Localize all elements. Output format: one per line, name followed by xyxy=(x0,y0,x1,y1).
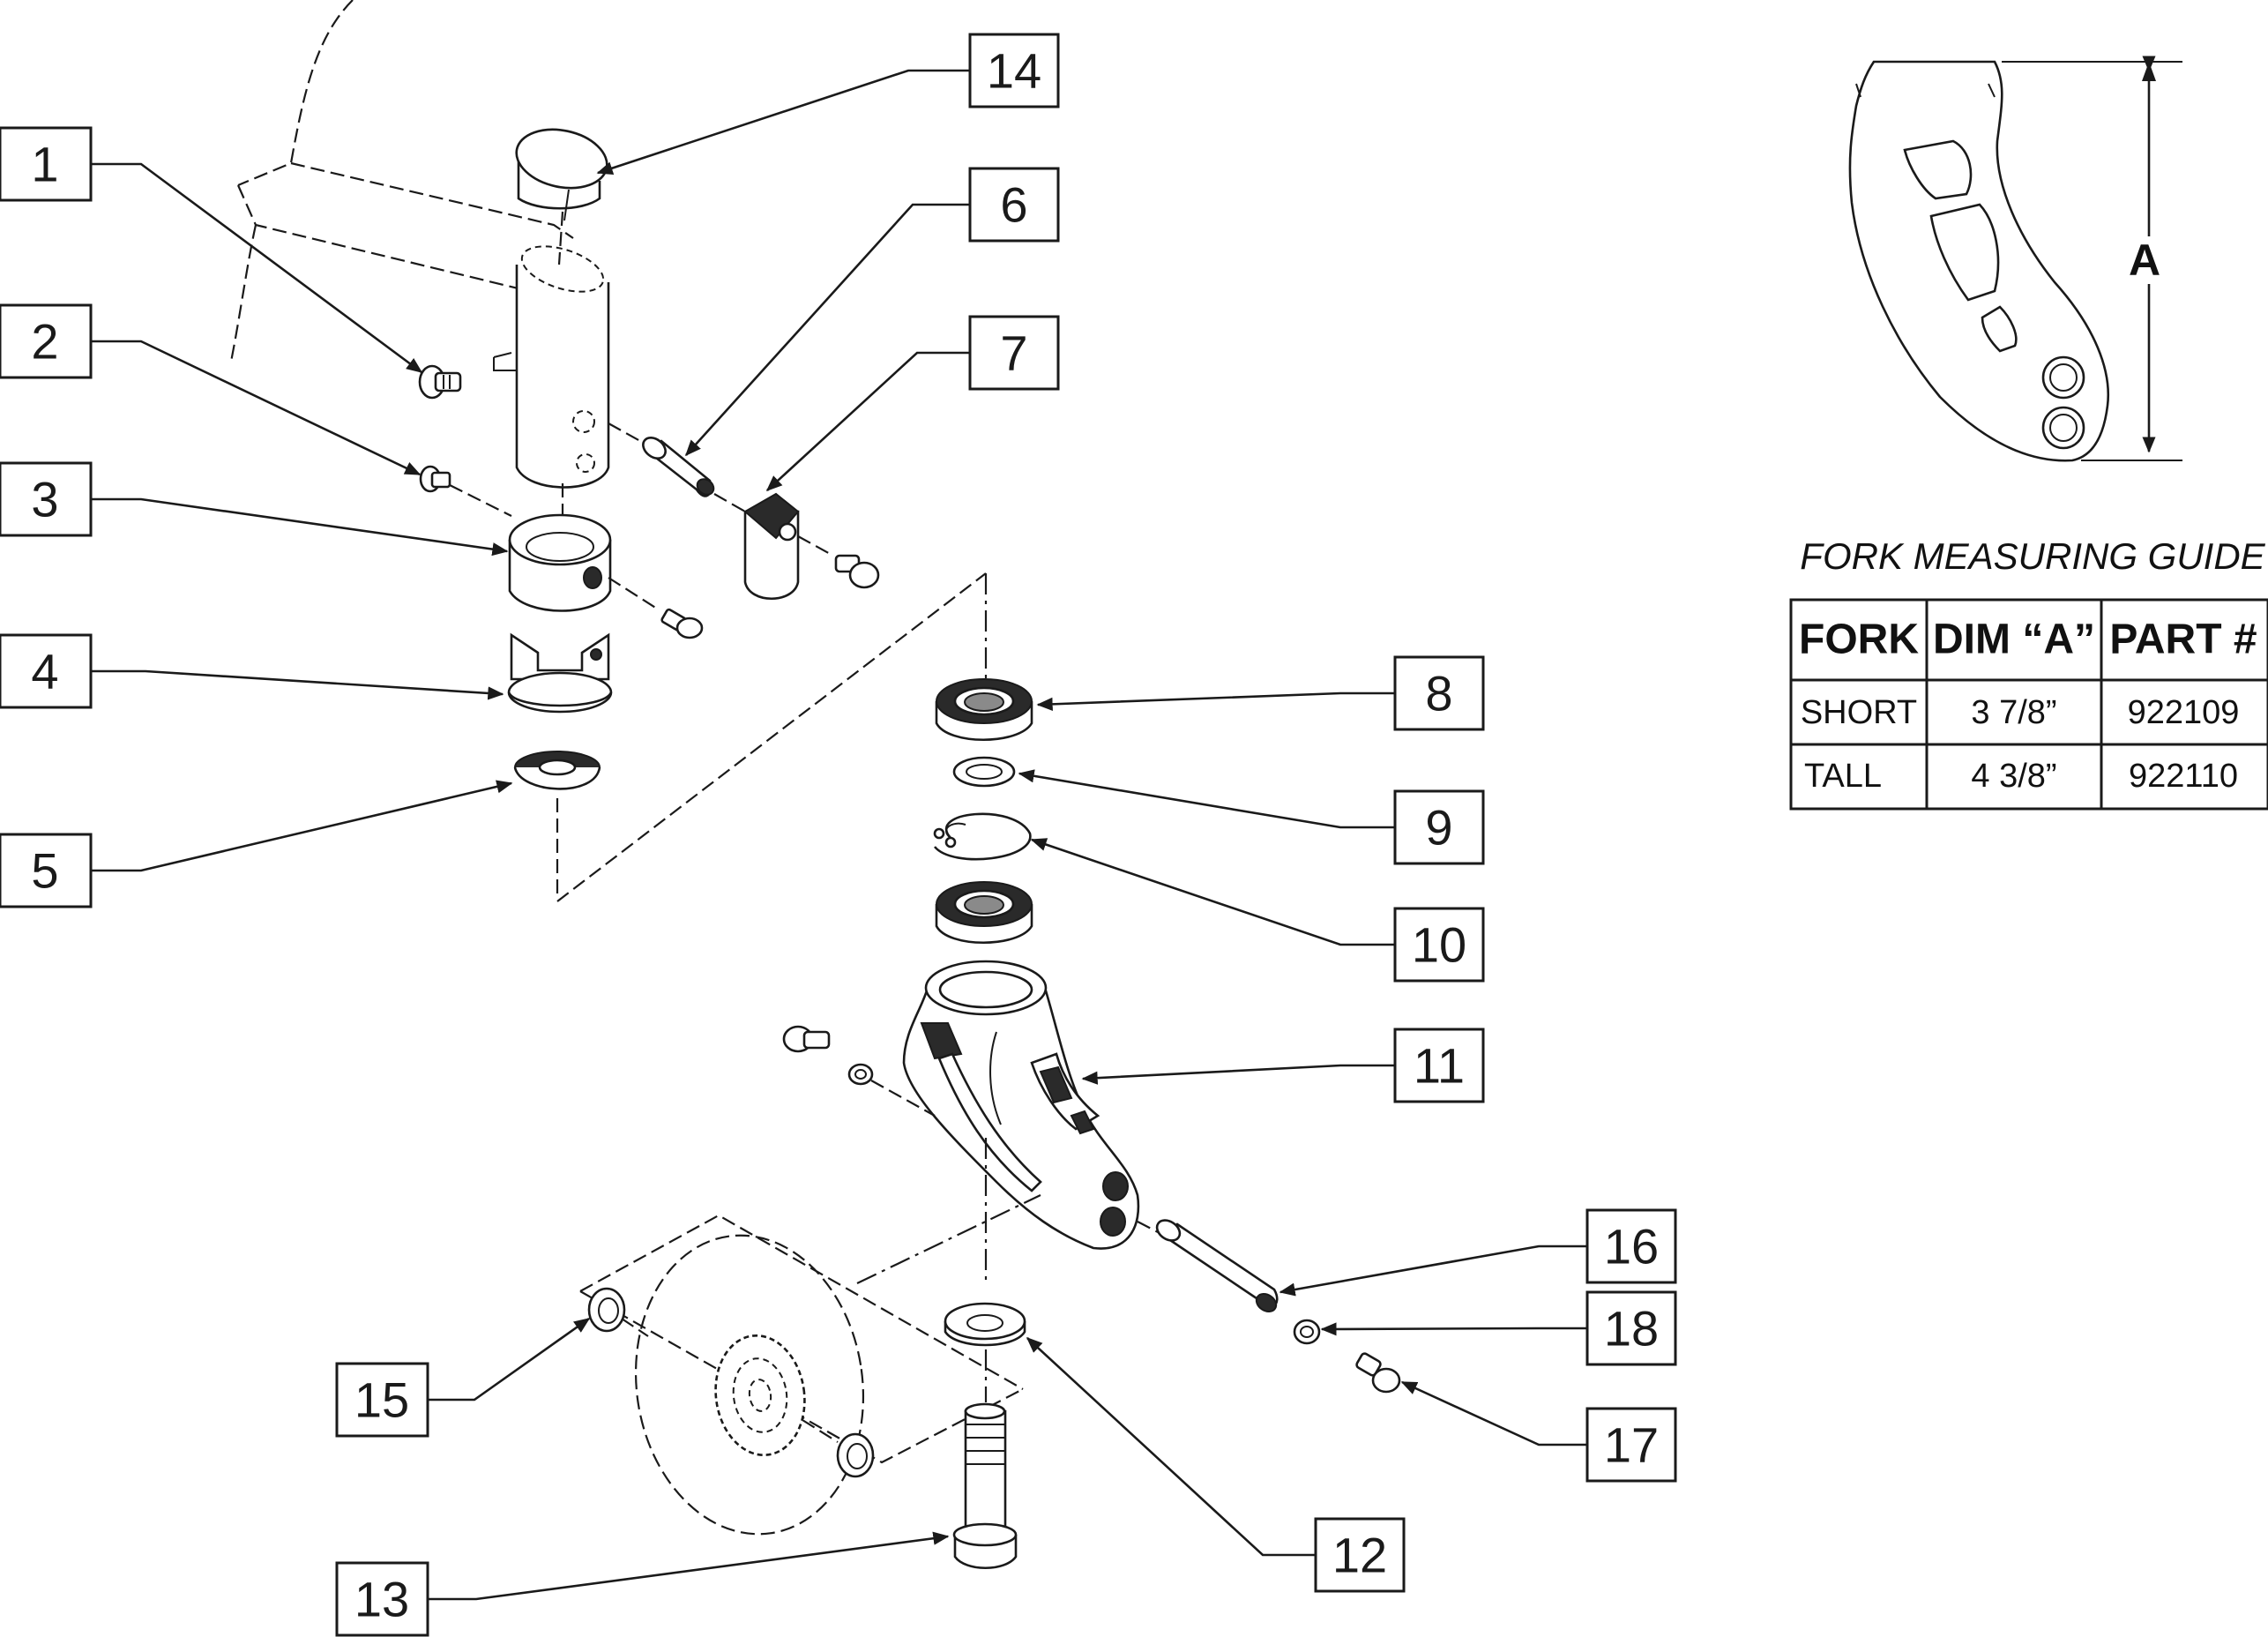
callout-6: 6 xyxy=(968,167,1060,243)
table-cell-tall-dim: 4 3/8” xyxy=(1971,758,2056,795)
leader-lines xyxy=(91,69,1587,1601)
table-header-fork: FORK xyxy=(1799,617,1919,663)
callout-10-label: 10 xyxy=(1412,917,1466,973)
wheel-bearing-right-part xyxy=(836,1432,875,1478)
callout-16-label: 16 xyxy=(1604,1219,1659,1274)
callout-18: 18 xyxy=(1585,1290,1677,1366)
callout-7: 7 xyxy=(968,315,1060,391)
table-header-part-number: PART # xyxy=(2109,617,2257,663)
callout-2-label: 2 xyxy=(31,314,58,370)
bearing-bottom-part xyxy=(935,881,1033,945)
table-cell-tall-fork: TALL xyxy=(1804,758,1882,795)
block-screw-axis xyxy=(797,535,834,557)
callout-7-label: 7 xyxy=(1000,325,1027,381)
callout-15-label: 15 xyxy=(354,1372,409,1428)
fork-profile-drawing xyxy=(1848,60,2110,462)
callout-14-label: 14 xyxy=(987,43,1041,99)
callout-12: 12 xyxy=(1314,1517,1406,1593)
wheel-axis-left xyxy=(621,1318,649,1337)
callout-13: 13 xyxy=(335,1561,429,1637)
callout-18-label: 18 xyxy=(1604,1301,1659,1357)
fork-part-table: FORK DIM “A” PART # SHORT 3 7/8” 922109 … xyxy=(1789,598,2268,811)
dimension-a-label: A xyxy=(2129,235,2160,285)
callout-10: 10 xyxy=(1393,907,1485,983)
fork-screw-part xyxy=(782,1025,831,1053)
fork-screw-axis xyxy=(870,1080,936,1117)
cap-axis xyxy=(557,211,564,265)
wheel-bearing-left-part xyxy=(587,1287,626,1333)
callout-17-label: 17 xyxy=(1604,1417,1659,1473)
bracket-part xyxy=(507,632,613,714)
spacer-axis xyxy=(1137,1221,1160,1234)
block-screw-part xyxy=(834,554,880,589)
thin-washer-part xyxy=(952,756,1016,788)
fork-washer-part xyxy=(847,1063,874,1086)
callout-9: 9 xyxy=(1393,789,1485,865)
callout-4-label: 4 xyxy=(31,644,58,699)
serrated-washer-part xyxy=(513,751,601,790)
dimension-a-indicator: A xyxy=(2002,56,2182,461)
end-cap-part xyxy=(515,128,608,221)
screw-2-axis xyxy=(449,484,512,517)
pin-axis xyxy=(608,422,649,446)
callout-15: 15 xyxy=(335,1362,429,1438)
callout-5: 5 xyxy=(0,833,93,908)
table-cell-short-part: 922109 xyxy=(2128,694,2240,731)
table-header-dim-a: DIM “A” xyxy=(1933,617,2095,663)
stem-spacer-part xyxy=(944,1302,1026,1347)
axle-washer-part xyxy=(1293,1319,1321,1345)
caster-fork-part xyxy=(902,960,1140,1250)
callout-5-label: 5 xyxy=(31,843,58,899)
callout-1: 1 xyxy=(0,126,93,202)
caster-wheel-part xyxy=(634,1234,865,1536)
callout-17: 17 xyxy=(1585,1407,1677,1483)
callout-16: 16 xyxy=(1585,1208,1677,1284)
callout-13-label: 13 xyxy=(354,1572,409,1627)
callout-3-label: 3 xyxy=(31,472,58,527)
frame-outline xyxy=(229,0,574,363)
pivot-block-part xyxy=(743,492,800,600)
callout-3: 3 xyxy=(0,461,93,537)
collar-screw-part xyxy=(660,608,704,639)
wheel-axis-right xyxy=(802,1419,839,1443)
callout-11-label: 11 xyxy=(1414,1038,1465,1094)
stem-bolt-part xyxy=(952,1402,1018,1570)
block-axis xyxy=(713,493,746,512)
callout-11: 11 xyxy=(1393,1028,1485,1103)
callout-1-label: 1 xyxy=(31,137,58,192)
axle-spacer-part xyxy=(1155,1219,1279,1313)
pin-6-part xyxy=(642,437,715,497)
callout-9-label: 9 xyxy=(1425,800,1452,856)
callout-12-label: 12 xyxy=(1332,1528,1387,1583)
axle-screw-part xyxy=(1355,1352,1401,1394)
guide-title: FORK MEASURING GUIDE xyxy=(1800,535,2265,577)
bearing-top-part xyxy=(935,678,1033,742)
callout-6-label: 6 xyxy=(1000,177,1027,233)
fork-measuring-guide: A FORK MEASURING GUIDE FORK DIM “A” PART… xyxy=(1789,56,2268,811)
callout-4: 4 xyxy=(0,633,93,709)
assembly-dash-lines xyxy=(556,572,988,902)
callout-2: 2 xyxy=(0,303,93,379)
screw-2-part xyxy=(419,465,451,493)
stem-tube-part xyxy=(493,245,610,489)
collar-screw-axis xyxy=(608,577,658,609)
callout-14: 14 xyxy=(968,33,1060,108)
table-cell-short-fork: SHORT xyxy=(1801,694,1917,731)
table-cell-short-dim: 3 7/8” xyxy=(1971,694,2056,731)
callout-8: 8 xyxy=(1393,655,1485,731)
retaining-ring-part xyxy=(933,812,1032,861)
screw-1-part xyxy=(418,364,462,400)
callout-8-label: 8 xyxy=(1425,666,1452,721)
clamp-collar-part xyxy=(508,513,612,612)
table-cell-tall-part: 922110 xyxy=(2129,758,2238,795)
